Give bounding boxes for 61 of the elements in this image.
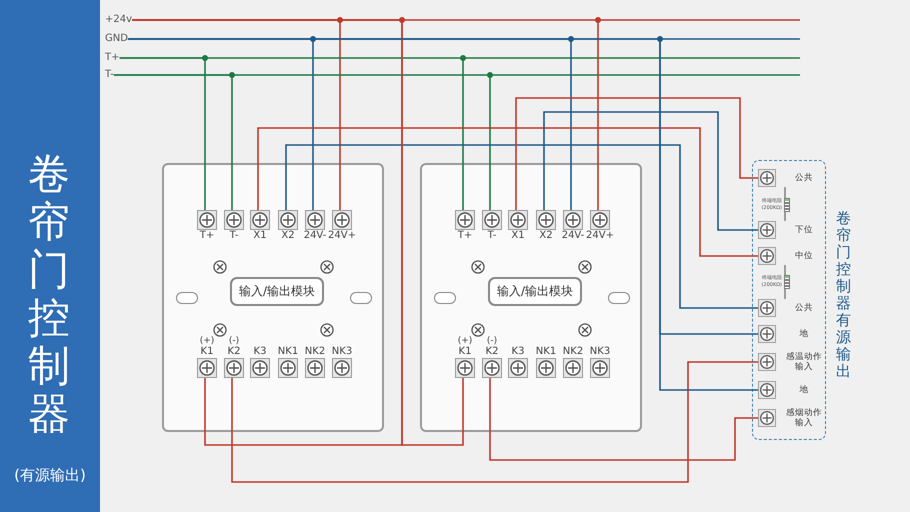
terminal-label: 地 <box>798 329 810 339</box>
terminal-label: T- <box>230 230 238 242</box>
terminal-label: T+ <box>200 230 214 242</box>
wire <box>120 57 464 210</box>
wire <box>515 97 758 210</box>
terminal-label: NK1 <box>536 346 556 358</box>
terminal-label: 24V+ <box>328 230 356 242</box>
module-housing <box>162 163 384 432</box>
terminal-label: K3 <box>254 346 266 358</box>
polarity-label: (-) <box>228 336 240 346</box>
terminal-label: 中位 <box>794 251 814 261</box>
module-label: 输入/输出模块 <box>488 277 582 306</box>
terminal-label: X1 <box>511 230 525 242</box>
terminal-label: NK2 <box>562 346 584 358</box>
terminal-label: 公共 <box>794 303 814 313</box>
wire <box>784 187 786 198</box>
wire <box>257 127 758 257</box>
bus-label: GND <box>105 32 128 46</box>
terminal-label: 24V+ <box>586 230 614 242</box>
terminal-label: T+ <box>458 230 472 242</box>
terminal-label: X2 <box>281 230 295 242</box>
bus-label: T- <box>105 68 114 82</box>
terminal-label: 感温动作输入 <box>785 352 823 372</box>
terminal-label: X1 <box>253 230 267 242</box>
polarity-label: (+) <box>458 336 472 346</box>
controller-heading: 卷帘门控制器有源输出 <box>836 210 852 380</box>
wire <box>784 265 786 275</box>
wire <box>543 111 758 231</box>
module-housing <box>420 163 642 432</box>
terminal-label: K3 <box>512 346 524 358</box>
terminal-label: T- <box>488 230 496 242</box>
wire <box>784 289 786 299</box>
terminal-label: K1 <box>200 346 214 358</box>
wire <box>128 38 758 391</box>
bus-label: +24v <box>105 13 132 27</box>
terminal-label: 公共 <box>794 173 814 183</box>
wire <box>132 19 464 446</box>
wire <box>231 361 758 483</box>
terminal-label: K1 <box>458 346 472 358</box>
terminal-label: K2 <box>486 346 498 358</box>
terminal-label: X2 <box>539 230 553 242</box>
terminal-label: K2 <box>228 346 240 358</box>
wire <box>285 144 758 309</box>
wire <box>114 74 491 210</box>
terminal-label: 下位 <box>794 225 814 235</box>
terminal-label: 24V- <box>304 230 326 242</box>
wire <box>784 212 786 221</box>
terminal-label: NK1 <box>278 346 298 358</box>
terminal-label: NK3 <box>590 346 610 358</box>
title-text: 卷帘门控制器 <box>28 150 71 438</box>
polarity-label: (-) <box>486 336 498 346</box>
caption-text: (有源输出) <box>13 466 87 485</box>
terminal-label: 感烟动作输入 <box>785 408 823 428</box>
wire <box>489 378 758 461</box>
terminal-label: 地 <box>798 385 810 395</box>
terminal-label: NK3 <box>332 346 352 358</box>
bus-label: T+ <box>105 51 120 65</box>
module-label: 输入/输出模块 <box>230 277 324 306</box>
terminal-label: NK2 <box>304 346 326 358</box>
polarity-label: (+) <box>200 336 214 346</box>
terminal-label: 24V- <box>562 230 584 242</box>
